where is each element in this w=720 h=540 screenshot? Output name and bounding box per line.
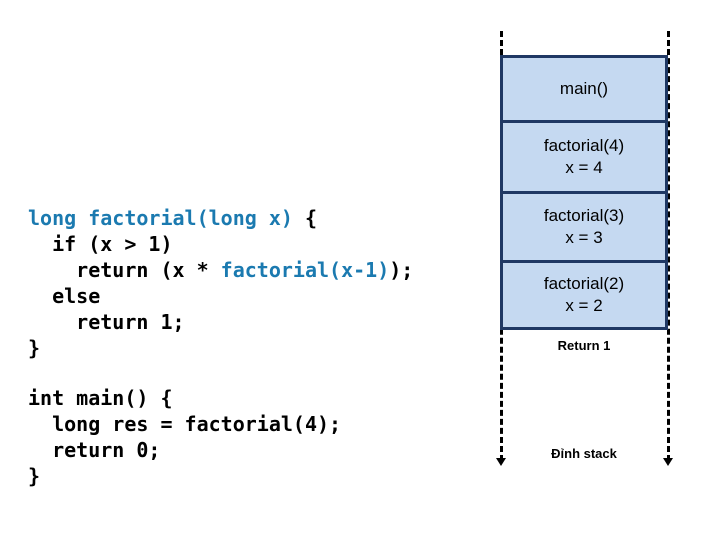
- code-line: long res = factorial(4);: [28, 412, 341, 436]
- stack-top-label: Đỉnh stack: [551, 446, 617, 461]
- code-token: }: [28, 336, 41, 360]
- code-token: {: [292, 206, 317, 230]
- stack-frame-name: factorial(3): [543, 206, 625, 225]
- code-token: int main() {: [28, 386, 173, 410]
- call-stack-diagram: main() factorial(4) x = 4 factorial(3) x…: [480, 0, 720, 540]
- code-token: long res = factorial(4);: [28, 412, 342, 436]
- stack-frame-name: factorial(2): [543, 274, 625, 293]
- code-token: return 1;: [28, 310, 185, 334]
- stack-frame-variable: x = 2: [565, 296, 603, 315]
- stack-growth-arrow-right-icon: [663, 458, 673, 466]
- code-token: else: [28, 284, 101, 308]
- code-token: );: [389, 258, 414, 282]
- code-line: int main() {: [28, 386, 173, 410]
- stack-frame-name: main(): [559, 79, 609, 98]
- main-function-source: int main() { long res = factorial(4); re…: [28, 385, 341, 489]
- code-line: }: [28, 464, 40, 488]
- code-line: if (x > 1): [28, 232, 173, 256]
- stack-frame-list: main() factorial(4) x = 4 factorial(3) x…: [500, 55, 668, 330]
- code-line: }: [28, 336, 40, 360]
- code-line: return 1;: [28, 310, 185, 334]
- stack-frame-variable: x = 4: [565, 158, 603, 177]
- code-line: else: [28, 284, 100, 308]
- return-value-label: Return 1: [557, 338, 611, 353]
- code-token: return 0;: [28, 438, 161, 462]
- code-token: }: [28, 464, 41, 488]
- stack-frame-main: main(): [503, 58, 665, 123]
- stack-frame-factorial-4: factorial(4) x = 4: [503, 123, 665, 194]
- code-token: return (x *: [28, 258, 221, 282]
- code-token: if (x > 1): [28, 232, 173, 256]
- code-panel: long factorial(long x) { if (x > 1) retu…: [28, 205, 413, 489]
- code-line: return 0;: [28, 438, 160, 462]
- code-token: long factorial(long x): [28, 206, 293, 230]
- code-line: return (x * factorial(x-1));: [28, 258, 413, 282]
- factorial-function-source: long factorial(long x) { if (x > 1) retu…: [28, 205, 413, 361]
- stack-frame-factorial-2: factorial(2) x = 2: [503, 263, 665, 330]
- code-token: factorial(x-1): [220, 258, 390, 282]
- code-line: long factorial(long x) {: [28, 206, 317, 230]
- stack-growth-arrow-left-icon: [496, 458, 506, 466]
- stack-frame-name: factorial(4): [543, 136, 625, 155]
- stack-frame-factorial-3: factorial(3) x = 3: [503, 194, 665, 263]
- stack-frame-variable: x = 3: [565, 228, 603, 247]
- stack-boundary-dashed-line-right: [667, 31, 670, 461]
